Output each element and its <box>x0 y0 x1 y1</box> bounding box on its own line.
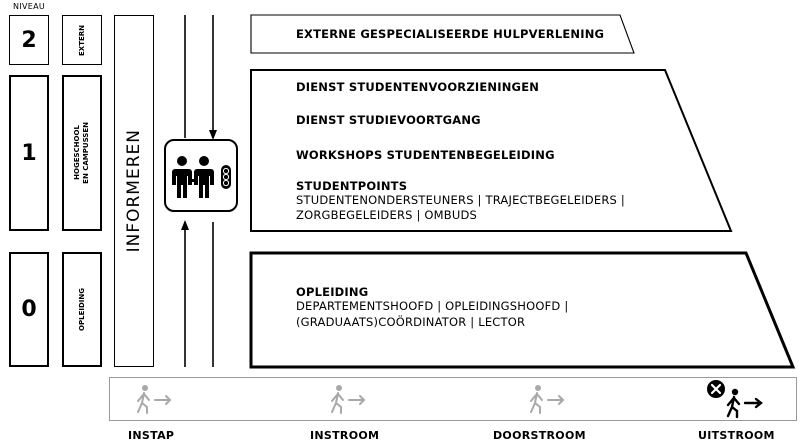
level-1-box: 1 <box>9 75 49 231</box>
informeren-column: INFORMEREN <box>114 15 154 367</box>
stage-bar <box>109 377 797 421</box>
students-elevator-box <box>164 139 238 212</box>
opleiding-shape <box>249 251 796 369</box>
informeren-label: INFORMEREN <box>124 129 144 253</box>
stage-doorstroom: DOORSTROOM <box>493 429 586 442</box>
flow-lines <box>181 15 217 367</box>
level-0-box: 0 <box>9 252 49 367</box>
opleiding-line-2: (GRADUAATS)COÖRDINATOR | LECTOR <box>296 315 526 329</box>
walking-person-icon <box>331 385 366 414</box>
walking-person-icon <box>530 385 565 414</box>
opleiding-line-1: DEPARTEMENTSHOOFD | OPLEIDINGSHOOFD | <box>296 299 569 313</box>
walking-person-icon <box>137 385 172 414</box>
exit-person-icon <box>707 380 763 419</box>
level-0-name: OPLEIDING <box>77 288 86 331</box>
level-1-name-line2: EN CAMPUSSEN <box>82 122 90 184</box>
studentpoints-line-2: ZORGBEGELEIDERS | OMBUDS <box>296 208 478 222</box>
extern-title: EXTERNE GESPECIALISEERDE HULPVERLENING <box>296 27 605 41</box>
hogeschool-shape <box>250 69 733 232</box>
studentpoints-title: STUDENTPOINTS <box>296 179 408 193</box>
extern-shape <box>250 14 635 54</box>
level-2-name-box: EXTERN <box>62 15 102 65</box>
level-2-box: 2 <box>9 15 49 65</box>
level-0-number: 0 <box>21 297 37 322</box>
hogeschool-item-1: DIENST STUDENTENVOORZIENINGEN <box>296 80 540 94</box>
opleiding-title: OPLEIDING <box>296 285 369 299</box>
two-students-icon <box>172 156 231 198</box>
level-1-number: 1 <box>21 140 37 166</box>
hogeschool-item-3: WORKSHOPS STUDENTENBEGELEIDING <box>296 148 555 162</box>
level-0-name-box: OPLEIDING <box>62 252 102 367</box>
level-1-name-line1: HOGESCHOOL <box>73 125 81 181</box>
level-1-name: HOGESCHOOL EN CAMPUSSEN <box>73 122 91 184</box>
stage-instroom: INSTROOM <box>310 429 380 442</box>
service-shapes <box>249 14 796 369</box>
hogeschool-item-2: DIENST STUDIEVOORTGANG <box>296 113 481 127</box>
studentpoints-line-1: STUDENTENONDERSTEUNERS | TRAJECTBEGELEID… <box>296 193 625 207</box>
niveau-label: NIVEAU <box>13 2 45 11</box>
level-1-name-box: HOGESCHOOL EN CAMPUSSEN <box>62 75 102 231</box>
level-2-number: 2 <box>21 27 37 53</box>
level-2-name: EXTERN <box>77 24 86 56</box>
stage-uitstroom: UITSTROOM <box>698 429 775 442</box>
stage-instap: INSTAP <box>128 429 175 442</box>
